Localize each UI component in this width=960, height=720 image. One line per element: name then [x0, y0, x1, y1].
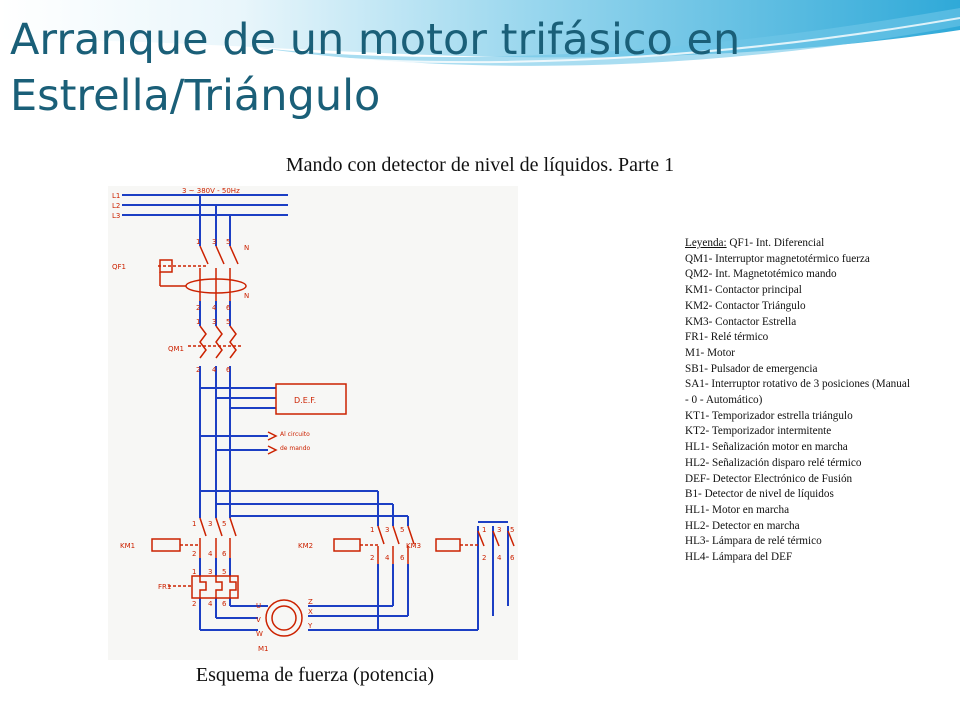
terminal-fr-3: 3 [208, 568, 212, 576]
terminal-fr-4: 4 [208, 600, 213, 608]
legend-item: HL4- Lámpara del DEF [685, 551, 793, 564]
terminal-km1-1: 1 [192, 520, 196, 528]
terminal-qf-3: 3 [212, 238, 216, 246]
legend-item: HL1- Señalización motor en marcha [685, 441, 848, 454]
label-l3: L3 [112, 212, 120, 220]
legend-item: QM2- Int. Magnetotémico mando [685, 268, 837, 281]
legend-heading: Leyenda: [685, 237, 727, 249]
legend-item: DEF- Detector Electrónico de Fusión [685, 472, 853, 485]
legend-item: FR1- Relé térmico [685, 331, 769, 344]
motor-m1 [265, 599, 303, 637]
label-motor: M1 [258, 645, 269, 653]
terminal-qm-4: 4 [212, 366, 217, 374]
power-circuit-schematic: L1 L2 L3 3 ~ 380V - 50Hz QF1 QM1 D.E.F. … [108, 186, 518, 660]
label-km3: KM3 [406, 542, 421, 550]
legend-item: SB1- Pulsador de emergencia [685, 362, 818, 375]
legend-item: QF1- Int. Diferencial [729, 237, 825, 249]
label-def: D.E.F. [294, 396, 316, 405]
terminal-km1-4: 4 [208, 550, 213, 558]
terminal-qf-5: 5 [226, 238, 230, 246]
terminal-qm-2: 2 [196, 366, 200, 374]
legend-item: HL3- Lámpara de relé térmico [685, 535, 822, 548]
terminal-qm-3: 3 [212, 318, 216, 326]
legend-item: KM1- Contactor principal [685, 284, 802, 297]
terminal-km2-3: 3 [385, 526, 389, 534]
motor-terminal-v: V [256, 616, 261, 624]
terminal-km3-4: 4 [497, 554, 502, 562]
legend-panel: Leyenda: QF1- Int. Diferencial QM1- Inte… [685, 236, 910, 566]
label-km2: KM2 [298, 542, 313, 550]
label-control-tap-2: de mando [280, 445, 311, 452]
def-detector-box [275, 383, 347, 415]
label-control-tap-1: Al circuito [280, 431, 310, 438]
qm-breaker-contacts [199, 325, 237, 359]
label-supply: 3 ~ 380V - 50Hz [182, 187, 240, 195]
slide-title: Arranque de un motor trifásico en Estrel… [10, 15, 741, 121]
terminal-qm-6: 6 [226, 366, 231, 374]
terminal-km1-3: 3 [208, 520, 212, 528]
terminal-qf-4: 4 [212, 304, 217, 312]
legend-item: KT2- Temporizador intermitente [685, 425, 832, 438]
motor-terminal-x: X [308, 608, 313, 616]
terminal-fr-6: 6 [222, 600, 227, 608]
qf-actuator-box [159, 259, 173, 273]
km3-coil [435, 538, 461, 552]
legend-item: SA1- Interruptor rotativo de 3 posicione… [685, 378, 910, 407]
terminal-km1-6: 6 [222, 550, 227, 558]
schematic-subtitle: Mando con detector de nivel de líquidos.… [285, 154, 675, 176]
terminal-km3-5: 5 [510, 526, 514, 534]
terminal-km1-2: 2 [192, 550, 196, 558]
terminal-km2-2: 2 [370, 554, 374, 562]
legend-item: HL1- Motor en marcha [685, 503, 790, 516]
legend-item: B1- Detector de nivel de líquidos [685, 488, 834, 501]
header-banner [0, 0, 960, 66]
terminal-fr-2: 2 [192, 600, 196, 608]
terminal-km2-6: 6 [400, 554, 405, 562]
terminal-qm-5: 5 [226, 318, 230, 326]
schematic-caption: Esquema de fuerza (potencia) [195, 664, 435, 686]
control-tap-arrow-2 [267, 445, 278, 455]
terminal-km3-2: 2 [482, 554, 486, 562]
label-n-bottom: N [244, 292, 249, 300]
terminal-km2-5: 5 [400, 526, 404, 534]
label-n-top: N [244, 244, 249, 252]
legend-item: M1- Motor [685, 346, 736, 359]
label-fr1: FR1 [158, 583, 171, 591]
terminal-fr-5: 5 [222, 568, 226, 576]
legend-item: KM3- Contactor Estrella [685, 315, 797, 328]
motor-terminal-z: Z [308, 598, 313, 606]
legend-item: HL2- Señalización disparo relé térmico [685, 456, 862, 469]
motor-terminal-w: W [256, 630, 263, 638]
terminal-fr-1: 1 [192, 568, 196, 576]
legend-item: KT1- Temporizador estrella triángulo [685, 409, 853, 422]
terminal-qf-6: 6 [226, 304, 231, 312]
km1-coil [151, 538, 181, 552]
motor-terminal-u: U [256, 602, 261, 610]
terminal-km2-4: 4 [385, 554, 390, 562]
legend-item: QM1- Interruptor magnetotérmico fuerza [685, 252, 870, 265]
terminal-km3-3: 3 [497, 526, 501, 534]
label-l1: L1 [112, 192, 120, 200]
terminal-qm-1: 1 [196, 318, 200, 326]
terminal-km3-6: 6 [510, 554, 515, 562]
motor-terminal-y: Y [307, 622, 313, 630]
terminal-km2-1: 1 [370, 526, 374, 534]
label-qf1: QF1 [112, 263, 126, 271]
terminal-km1-5: 5 [222, 520, 226, 528]
terminal-qf-1: 1 [196, 238, 200, 246]
fr1-thermal-relay [191, 575, 239, 599]
label-km1: KM1 [120, 542, 135, 550]
legend-item: KM2- Contactor Triángulo [685, 299, 806, 312]
banner-wave-accent [260, 8, 960, 66]
label-l2: L2 [112, 202, 120, 210]
legend-first-line: Leyenda: QF1- Int. Diferencial [685, 236, 910, 252]
banner-wave-line [299, 17, 960, 64]
control-tap-arrow-1 [267, 431, 278, 441]
terminal-km3-1: 1 [482, 526, 486, 534]
legend-item: HL2- Detector en marcha [685, 519, 800, 532]
label-qm1: QM1 [168, 345, 184, 353]
km2-coil [333, 538, 361, 552]
terminal-qf-2: 2 [196, 304, 200, 312]
